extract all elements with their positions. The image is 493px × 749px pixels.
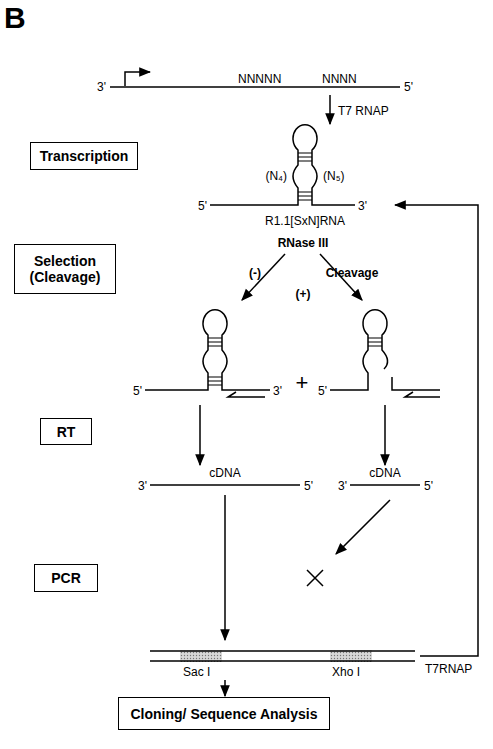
feedback-arrow (395, 205, 478, 656)
dsdna-strand (150, 650, 415, 652)
cross-mark (307, 570, 323, 586)
annotation-label: + (296, 370, 309, 395)
promoter-arrow (125, 72, 150, 86)
annotation-label: 5' (133, 384, 142, 398)
annotation-label: (N₄) (265, 169, 287, 183)
annotation-label: NNNNN (238, 72, 281, 86)
annotation-label: RNase III (278, 236, 329, 250)
flow-arrow (329, 95, 331, 124)
annotation-label: 5' (318, 384, 327, 398)
process-box: Selection (Cleavage) (14, 244, 116, 294)
box-label: Cloning/ Sequence Analysis (131, 706, 318, 722)
rna-hairpin (210, 125, 355, 205)
cleaved-hairpin (330, 310, 440, 390)
dsdna-strand (150, 660, 415, 662)
annotation-label: (-) (249, 266, 261, 280)
box-label: Selection (Cleavage) (15, 253, 115, 285)
annotation-label: Cleavage (326, 266, 379, 280)
box-label: PCR (51, 570, 81, 586)
box-label: RT (57, 424, 76, 440)
cdna-strand (350, 484, 420, 486)
process-box: PCR (34, 564, 98, 592)
process-box: Cloning/ Sequence Analysis (118, 697, 330, 730)
annotation-label: (+) (296, 287, 311, 301)
annotation-label: 5' (424, 479, 433, 493)
annotation-label: (N₅) (323, 169, 345, 183)
annotation-label: 3' (97, 80, 106, 94)
branch-arrow (242, 254, 285, 300)
annotation-label: 3' (338, 479, 347, 493)
process-box: RT (40, 418, 92, 445)
flow-arrow (224, 680, 226, 696)
blocked-arrow (336, 500, 390, 554)
annotation-label: Sac I (183, 665, 210, 679)
box-label: Transcription (40, 148, 129, 164)
annotation-label: Xho I (332, 665, 360, 679)
annotation-label: 5' (304, 479, 313, 493)
annotation-label: R1.1[SxN]RNA (265, 214, 345, 228)
annotation-label: cDNA (209, 466, 240, 480)
annotation-label: cDNA (369, 466, 400, 480)
primer-arrow (228, 392, 265, 397)
annotation-label: 5' (198, 199, 207, 213)
template-strand (110, 86, 400, 88)
flow-arrow (199, 405, 201, 465)
cdna-strand (150, 484, 300, 486)
annotation-label: 3' (273, 384, 282, 398)
flow-arrow (224, 495, 226, 640)
annotation-label: 3' (138, 479, 147, 493)
annotation-label: T7RNAP (425, 662, 472, 676)
annotation-label: T7 RNAP (338, 104, 389, 118)
annotation-label: 3' (358, 199, 367, 213)
restriction-site (330, 650, 372, 662)
flow-arrow (384, 405, 386, 465)
annotation-label: NNNN (322, 72, 357, 86)
process-box: Transcription (30, 142, 138, 170)
primer-arrow (405, 392, 440, 397)
uncleaved-hairpin (145, 310, 270, 390)
panel-letter: B (4, 0, 26, 35)
annotation-label: 5' (404, 80, 413, 94)
restriction-site (180, 650, 222, 662)
